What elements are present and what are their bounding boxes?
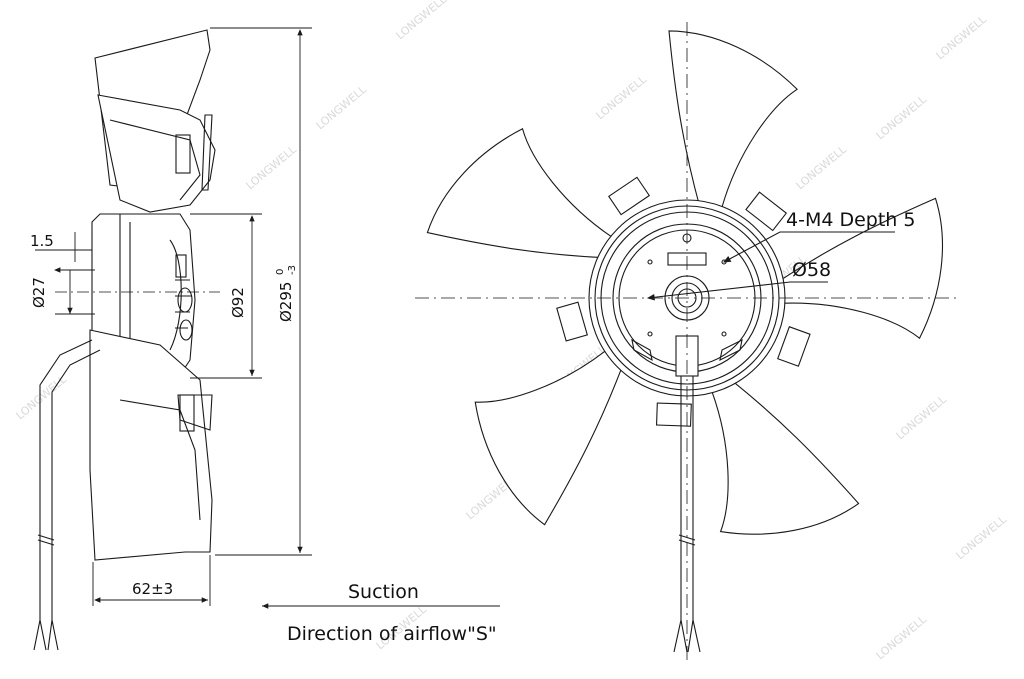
fan-blade bbox=[711, 378, 860, 535]
balance-clip bbox=[655, 402, 692, 427]
suction-label: Suction bbox=[348, 581, 419, 603]
side-dimensions bbox=[35, 27, 500, 609]
watermark-text: LONGWELL bbox=[934, 12, 990, 62]
fan-blade bbox=[776, 197, 943, 340]
balance-clip bbox=[556, 301, 588, 342]
front-view bbox=[415, 22, 960, 660]
dim-diameter-tol-lower: -3 bbox=[287, 265, 298, 275]
watermark-text: LONGWELL bbox=[874, 612, 930, 662]
watermark-text: LONGWELL bbox=[954, 512, 1010, 562]
watermark-text: LONGWELL bbox=[244, 142, 300, 192]
dim-diameter-tol-upper: 0 bbox=[275, 269, 286, 275]
fan-blade bbox=[426, 127, 612, 259]
balance-clip bbox=[608, 176, 651, 216]
watermark-text: LONGWELL bbox=[394, 0, 450, 42]
watermark-text: LONGWELL bbox=[874, 92, 930, 142]
watermark-text: LONGWELL bbox=[894, 392, 950, 442]
dim-diameter-label: Ø295 bbox=[277, 282, 295, 322]
fan-blades bbox=[426, 30, 943, 535]
watermark-text: LONGWELL bbox=[314, 82, 370, 132]
dim-flange-label: 1.5 bbox=[30, 232, 54, 250]
fan-blade bbox=[474, 350, 624, 526]
fan-blade bbox=[668, 30, 798, 208]
watermark-text: LONGWELL bbox=[594, 72, 650, 122]
side-view bbox=[33, 29, 220, 651]
bolt-circle-label: Ø58 bbox=[792, 259, 831, 281]
balance-clip bbox=[777, 326, 811, 367]
watermark-text: LONGWELL bbox=[14, 372, 70, 422]
watermark-text: LONGWELL bbox=[794, 142, 850, 192]
dim-hub-label: Ø92 bbox=[229, 287, 247, 318]
dim-diameter-group: Ø295 0 -3 bbox=[275, 265, 298, 322]
balance-clip bbox=[745, 191, 788, 232]
dim-shaft-label: Ø27 bbox=[30, 277, 48, 308]
airflow-direction-label: Direction of airflow"S" bbox=[287, 623, 497, 645]
dim-depth-label: 62±3 bbox=[132, 580, 173, 598]
hole-callout-label: 4-M4 Depth 5 bbox=[786, 209, 915, 231]
